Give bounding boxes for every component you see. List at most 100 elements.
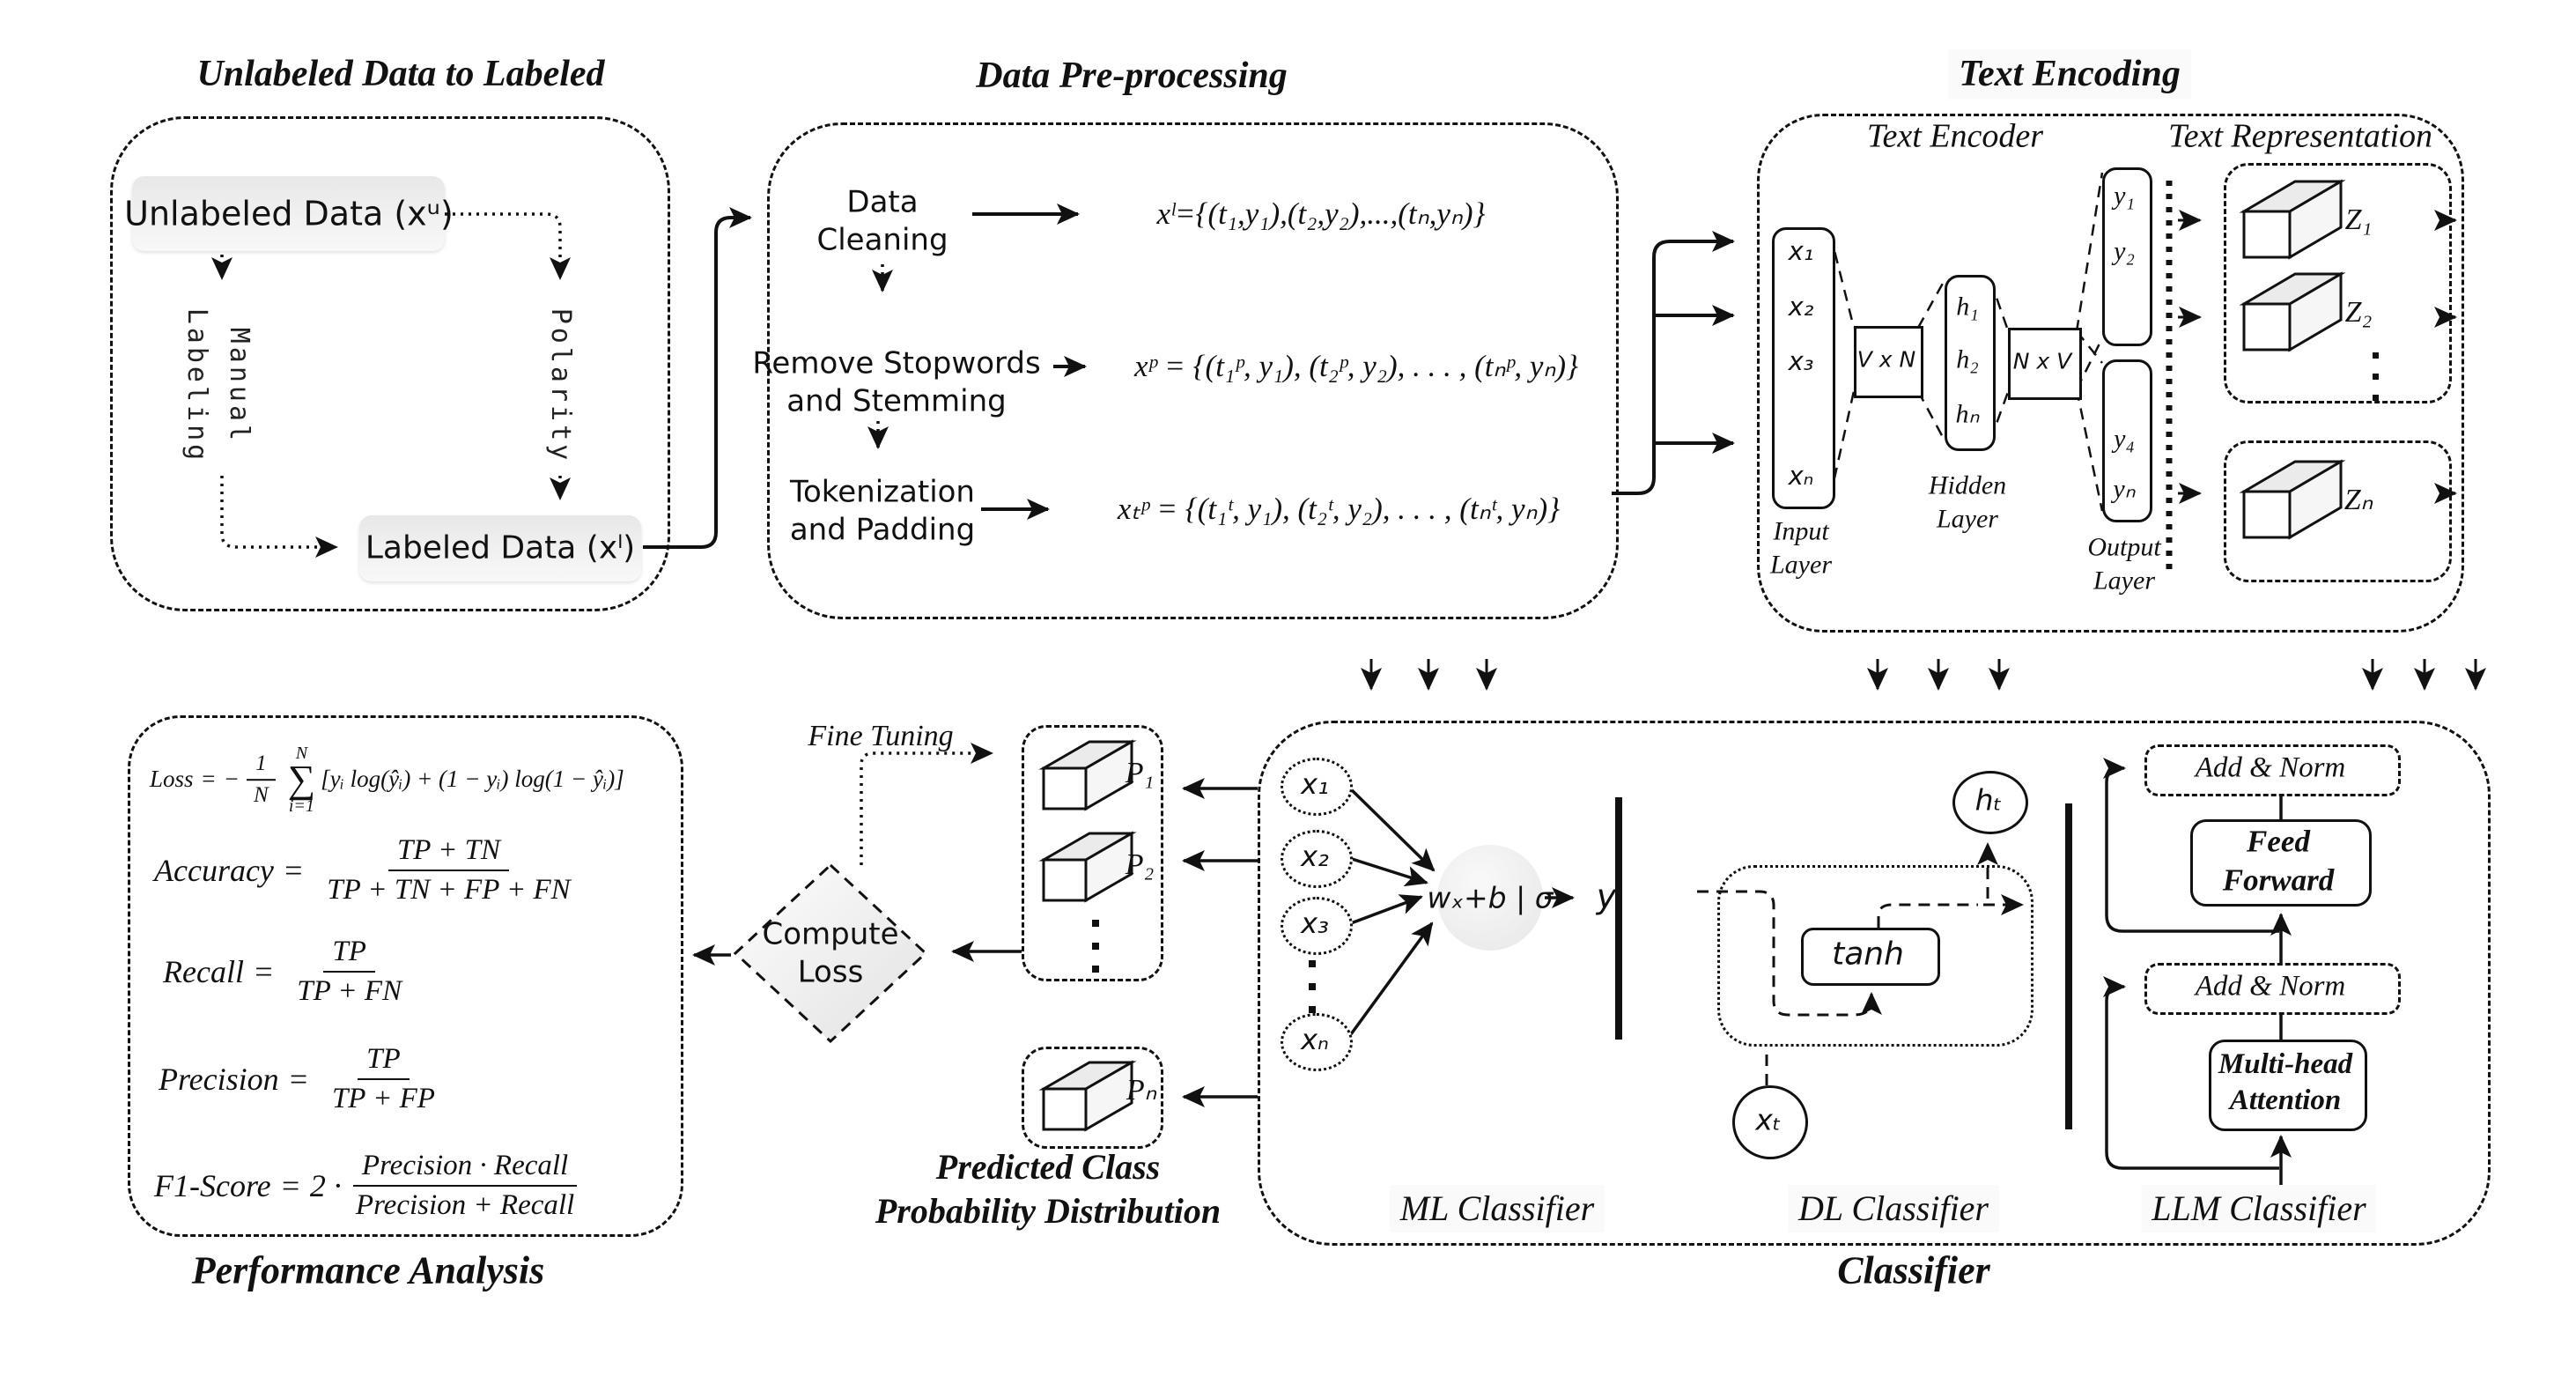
weight-matrix-in-label: V x N [1856, 346, 1916, 373]
output-node: y₁ [2114, 181, 2135, 211]
rnn-cell-paths [1697, 842, 2024, 1085]
transformer-flow-lines [2103, 758, 2292, 1198]
dl-classifier-label: DL Classifier [1788, 1185, 1999, 1232]
ml-input-label: x₂ [1301, 840, 1329, 873]
dl-input-node [1732, 1085, 1808, 1159]
preprocessing-title: Data Pre-processing [976, 55, 1288, 96]
formula-tokenized: xₜᵖ = {(t₁ᵗ, y₁), (t₂ᵗ, y₂), . . . , (tₙ… [1117, 492, 1561, 527]
preprocessing-to-encoder-connector [1612, 231, 1735, 495]
tanh-box [1801, 928, 1940, 986]
output-layer-box-bottom [2102, 359, 2152, 522]
hidden-layer-caption: Hidden Layer [1928, 470, 2007, 534]
f1-formula: F1-Score = 2 · Precision · Recall Precis… [154, 1150, 588, 1222]
dl-hidden-label: hₜ [1974, 782, 2003, 818]
hidden-layer-box [1945, 275, 1996, 451]
equals: = [252, 954, 275, 989]
compute-loss-diamond [733, 862, 928, 1044]
sum-upper: N [295, 744, 308, 764]
rnn-cell-box [1717, 865, 2033, 1047]
output-layer-caption: Output Layer [2087, 532, 2161, 596]
ml-input-node-n [1281, 1013, 1353, 1071]
representation-label-z1: Z₁ [2344, 203, 2373, 236]
representation-arrows [2178, 210, 2202, 504]
manual-labeling-edge-label: Manual Labeling [181, 307, 255, 464]
tanh-label: tanh [1832, 936, 1904, 973]
multi-head-attention-label: Multi-head Attention [2218, 1047, 2353, 1116]
add-norm-label-1: Add & Norm [2195, 751, 2346, 784]
neuron-label: wₓ+b | σ [1427, 880, 1554, 915]
llm-classifier-label: LLM Classifier [2141, 1185, 2377, 1232]
metric-den: TP + FN [297, 975, 402, 1007]
classifier-box [1258, 721, 2491, 1246]
representation-label-zn: Zₙ [2343, 483, 2373, 516]
metric-den: TP + TN + FP + FN [327, 874, 571, 906]
weight-matrix-out-box [2008, 328, 2082, 400]
input-layer-caption: Input Layer [1770, 516, 1832, 580]
add-norm-box-1 [2144, 744, 2401, 796]
unlabeled-data-node [132, 176, 445, 251]
labeling-box [110, 116, 670, 611]
ml-input-label: x₁ [1301, 767, 1329, 801]
recall-formula: Recall = TP TP + FN [163, 936, 416, 1008]
text-encoder-label: Text Encoder [1866, 117, 2044, 155]
text-representation-label: Text Representation [2167, 117, 2433, 155]
representation-group-n [2224, 440, 2452, 582]
metric-den: TP + FP [331, 1083, 435, 1114]
ml-converge-arrows [1347, 786, 1436, 1036]
probability-label-pn: Pₙ [1126, 1073, 1157, 1106]
dl-hidden-node [1952, 771, 2028, 834]
ml-input-node-3 [1281, 897, 1353, 955]
unlabeled-data-label: Unlabeled Data (xᵘ) [124, 194, 454, 233]
equals: = [287, 1062, 309, 1097]
feed-forward-label: Feed Forward [2222, 824, 2335, 897]
labeling-dotted-arrows [211, 212, 571, 558]
ml-classifier-label: ML Classifier [1389, 1185, 1605, 1232]
ml-input-label: xₙ [1301, 1023, 1329, 1056]
metric-num: TP + TN [388, 834, 509, 871]
formula-stopwords: xᵖ = {(t₁ᵖ, y₁), (t₂ᵖ, y₂), . . . , (tₙᵖ… [1134, 349, 1578, 384]
dl-llm-separator [2065, 803, 2072, 1129]
representation-cuboids [2239, 179, 2346, 540]
fine-tuning-label: Fine Tuning [808, 719, 954, 752]
probability-label-p2: P₂ [1125, 847, 1155, 881]
metric-prefix: 2 · [309, 1168, 342, 1203]
representation-group-1 [2224, 163, 2452, 403]
metric-den: Precision + Recall [355, 1189, 575, 1221]
labeling-title: Unlabeled Data to Labeled [196, 53, 605, 94]
step-tokenization: Tokenization and Padding [789, 474, 976, 548]
encoding-box [1757, 114, 2464, 633]
input-node: x₂ [1788, 291, 1814, 322]
dl-input-label: xₜ [1755, 1102, 1782, 1137]
preprocessing-box [767, 122, 1619, 619]
probability-group-main [1022, 725, 1163, 981]
ml-input-label: x₃ [1301, 907, 1329, 940]
hidden-node: h₂ [1956, 344, 1979, 374]
equals: = [200, 766, 217, 793]
classifier-input-arrows [1361, 659, 2486, 691]
sum-symbol: ∑ [287, 758, 316, 802]
ml-output-label: y [1596, 877, 1617, 916]
ml-dl-separator [1615, 797, 1622, 1040]
multi-head-attention-box [2209, 1040, 2367, 1131]
neuron-circle [1437, 845, 1543, 951]
hidden-node: h₁ [1956, 292, 1979, 322]
input-node: x₁ [1788, 235, 1814, 266]
input-layer-box [1772, 227, 1835, 509]
compute-loss-label: Compute Loss [762, 916, 899, 990]
input-node: xₙ [1788, 460, 1814, 491]
representation-label-z2: Z₂ [2344, 295, 2373, 329]
equals: = [279, 1168, 301, 1203]
formula-cleaned: xˡ={(t₁,y₁),(t₂,y₂),...,(tₙ,yₙ)} [1156, 196, 1486, 232]
output-node: y₄ [2114, 424, 2135, 454]
output-node: y₂ [2114, 236, 2135, 266]
output-node: yₙ [2113, 474, 2136, 504]
loss-lhs: Loss [150, 766, 194, 793]
input-node: x₃ [1788, 345, 1814, 376]
loss-frac-den: N [254, 783, 269, 807]
preprocessing-solid-arrows [972, 204, 1087, 520]
labeled-to-preprocessing-arrow [643, 207, 752, 549]
labeled-data-label: Labeled Data (xˡ) [365, 529, 636, 566]
step-stopwords: Remove Stopwords and Stemming [752, 345, 1041, 419]
